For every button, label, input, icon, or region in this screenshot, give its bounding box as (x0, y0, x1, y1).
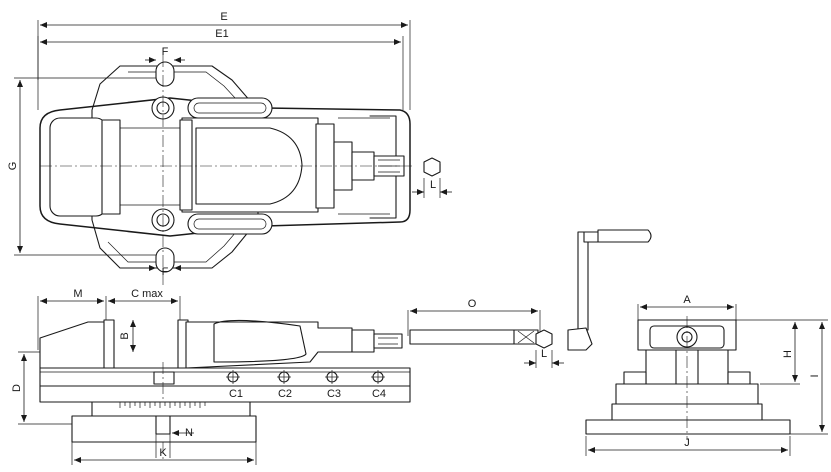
label-n: N (185, 427, 193, 439)
side-base-lower (39, 385, 411, 403)
hole-c1 (226, 370, 240, 384)
slot-top (187, 97, 273, 119)
label-k: K (159, 447, 167, 459)
fixed-jaw-side (39, 321, 107, 369)
hex-end-top (423, 157, 441, 177)
label-i: I (809, 374, 821, 377)
label-j: J (684, 437, 690, 449)
front-base-plate (585, 419, 791, 435)
hole-c4 (371, 370, 385, 384)
hole-c3 (325, 370, 339, 384)
label-c3: C3 (327, 388, 341, 400)
label-l-top: L (430, 179, 436, 191)
crank-arm (577, 231, 589, 331)
movable-jaw (181, 117, 319, 213)
label-b: B (119, 332, 131, 339)
top-view: E E1 G (7, 11, 452, 285)
label-f-top: F (162, 46, 169, 58)
center-bolt (153, 371, 175, 385)
label-d: D (11, 384, 23, 392)
label-f-bottom: F (162, 266, 169, 278)
label-e1: E1 (215, 28, 228, 40)
fixed-jaw-plate (101, 119, 121, 215)
slot-bottom (187, 213, 273, 235)
side-base-upper (39, 367, 411, 387)
side-view: M C max B D C1 C2 C3 C4 (11, 288, 411, 465)
label-h: H (782, 350, 794, 358)
screw-and-handle: O L (407, 229, 652, 368)
label-l-side: L (541, 348, 547, 360)
crank-grip (597, 229, 652, 243)
swivel-base (91, 401, 251, 417)
hole-c2 (277, 370, 291, 384)
label-o: O (468, 298, 477, 310)
label-c4: C4 (372, 388, 386, 400)
label-a: A (683, 294, 691, 306)
hex-end-side (535, 329, 553, 349)
label-c-max: C max (131, 288, 163, 300)
graduation-scale (119, 402, 206, 408)
fixed-jaw-block (49, 117, 107, 217)
label-g: G (7, 162, 19, 171)
lead-screw (409, 329, 521, 345)
crank-socket (567, 327, 593, 351)
label-m: M (73, 288, 82, 300)
label-c2: C2 (278, 388, 292, 400)
label-c1: C1 (229, 388, 243, 400)
vise-body-outline (39, 97, 411, 237)
label-e: E (220, 11, 227, 23)
front-view: A J H I (585, 294, 828, 456)
